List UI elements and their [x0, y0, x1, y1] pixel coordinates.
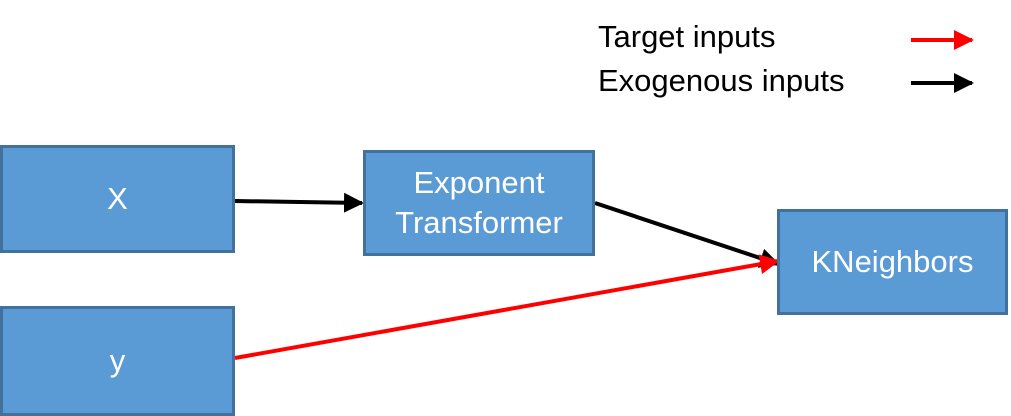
legend-target-inputs-label: Target inputs	[598, 19, 776, 54]
edge-y-to-kneighbors	[234, 254, 780, 360]
node-kneighbors: KNeighbors	[777, 209, 1008, 315]
node-exponent-transformer-line2: Transformer	[395, 205, 563, 240]
legend-exogenous-inputs-label: Exogenous inputs	[598, 63, 845, 98]
node-kneighbors-label: KNeighbors	[811, 244, 974, 279]
node-y: y	[0, 306, 235, 416]
node-x-label: X	[107, 181, 128, 216]
edge-x-to-exponent-transformer	[234, 192, 364, 213]
edge-exponent-transformer-to-kneighbors	[594, 201, 780, 268]
node-exponent-transformer-line1: Exponent	[413, 165, 545, 200]
node-y-label: y	[109, 343, 126, 378]
node-exponent-transformer: Exponent Transformer	[363, 150, 595, 256]
node-x: X	[0, 145, 235, 253]
